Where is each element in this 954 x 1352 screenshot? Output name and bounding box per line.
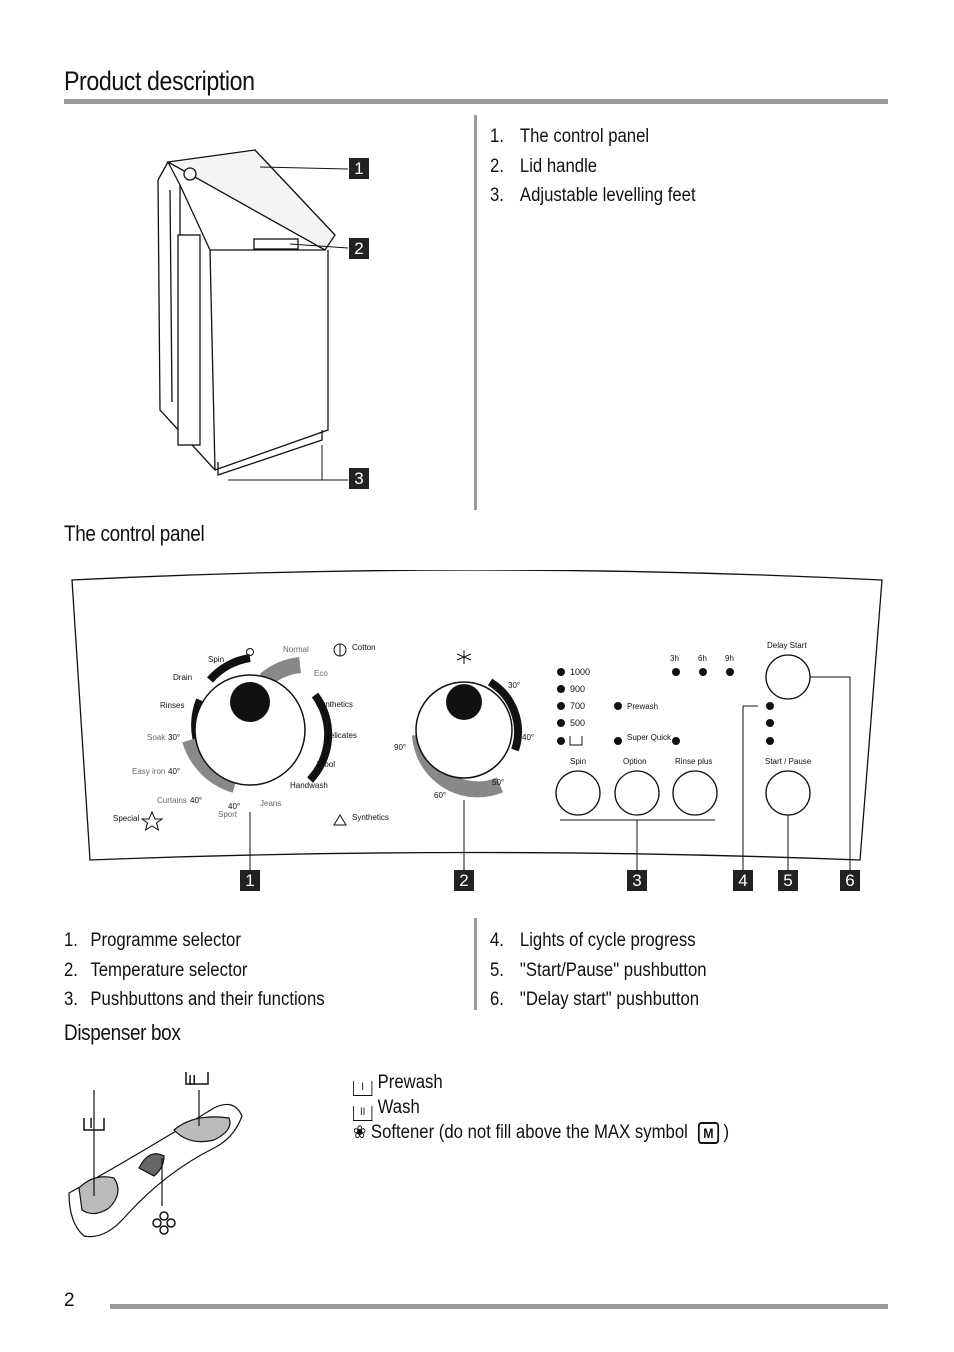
figure-wash-symbol: II bbox=[188, 1072, 196, 1089]
delay-hour-label: 9h bbox=[725, 654, 734, 663]
title-rule bbox=[64, 99, 888, 104]
max-symbol-icon: M bbox=[697, 1122, 719, 1144]
cotton-icon bbox=[333, 643, 347, 657]
dial-label: Cotton bbox=[352, 643, 376, 652]
product-parts-list: 1.The control panel 2.Lid handle 3.Adjus… bbox=[490, 122, 724, 211]
dial-label: 30° bbox=[168, 733, 180, 742]
programme-dial-labels: Spin Drain Rinses Soak 30° Easy iron 40°… bbox=[113, 643, 389, 823]
temperature-dial-labels: 30° 40° 50° 60° 90° bbox=[394, 681, 534, 800]
list-item: 1.Programme selector bbox=[64, 930, 241, 951]
softener-flower-icon: ❀ bbox=[353, 1122, 367, 1142]
dial-label: Curtains bbox=[157, 796, 187, 805]
list-item: 4.Lights of cycle progress bbox=[490, 930, 696, 951]
list-item: 1.The control panel bbox=[490, 126, 650, 147]
dial-label: 40° bbox=[522, 733, 534, 742]
button-label: Start / Pause bbox=[765, 757, 812, 766]
list-item: 2.Temperature selector bbox=[64, 959, 248, 981]
delay-start-button[interactable] bbox=[765, 654, 811, 700]
figure-prewash-symbol: I bbox=[89, 1115, 93, 1132]
column-divider-top bbox=[474, 115, 477, 510]
footer-rule bbox=[110, 1304, 888, 1309]
dial-label: Handwash bbox=[290, 781, 328, 790]
callout-3: 3 bbox=[627, 870, 647, 891]
dial-label: 90° bbox=[394, 743, 406, 752]
prewash-compartment-icon: I bbox=[353, 1081, 373, 1096]
dial-label: Normal bbox=[283, 645, 309, 654]
dispenser-heading: Dispenser box bbox=[64, 1020, 181, 1045]
page-title: Product description bbox=[64, 66, 255, 96]
speed-label: 500 bbox=[570, 718, 585, 728]
dial-label: Rinses bbox=[160, 701, 184, 710]
dial-label: Synthetics bbox=[316, 700, 353, 709]
cold-wash-icon bbox=[456, 650, 472, 664]
callout-2: 2 bbox=[349, 238, 369, 259]
callout-1: 1 bbox=[349, 158, 369, 179]
dial-label: 30° bbox=[508, 681, 520, 690]
speed-label: 900 bbox=[570, 684, 585, 694]
column-divider-bottom bbox=[474, 918, 477, 1010]
control-panel-illustration: Spin Drain Rinses Soak 30° Easy iron 40°… bbox=[71, 570, 883, 870]
callout-4: 4 bbox=[733, 870, 753, 891]
button-label: Spin bbox=[570, 757, 586, 766]
button-label: Rinse plus bbox=[675, 757, 712, 766]
dial-label: Special bbox=[113, 814, 139, 823]
delay-hour-label: 3h bbox=[670, 654, 679, 663]
delay-hour-label: 6h bbox=[698, 654, 707, 663]
spin-button[interactable] bbox=[555, 770, 601, 816]
control-panel-list-left: 1.Programme selector 2.Temperature selec… bbox=[64, 926, 360, 1015]
softener-flower-icon bbox=[152, 1211, 176, 1235]
callout-2: 2 bbox=[454, 870, 474, 891]
start-pause-button[interactable] bbox=[765, 770, 811, 816]
page-number: 2 bbox=[64, 1290, 75, 1311]
dial-label: Delicates bbox=[324, 731, 357, 740]
synthetics-icon bbox=[333, 814, 347, 826]
list-item: 3.Pushbuttons and their functions bbox=[64, 989, 325, 1010]
dial-label: Drain bbox=[173, 673, 192, 682]
dial-label: Jeans bbox=[260, 799, 281, 808]
dial-label: Spin bbox=[208, 655, 224, 664]
control-panel-heading: The control panel bbox=[64, 521, 205, 546]
dial-label: Sport bbox=[218, 810, 238, 819]
dispenser-illustration: II I bbox=[68, 1072, 243, 1238]
dial-label: Wool bbox=[317, 760, 335, 769]
callout-5: 5 bbox=[778, 870, 798, 891]
button-label: Delay Start bbox=[767, 641, 807, 650]
programme-dial[interactable] bbox=[182, 648, 333, 793]
spin-speed-lights: 1000 900 700 500 Prewash Super Quick 3h … bbox=[557, 654, 774, 746]
dial-label: Synthetics bbox=[352, 813, 389, 822]
dial-label: 50° bbox=[492, 778, 504, 787]
callout-3: 3 bbox=[349, 468, 369, 489]
dial-label: Easy iron bbox=[132, 767, 165, 776]
button-label: Option bbox=[623, 757, 647, 766]
list-item: 5."Start/Pause" pushbutton bbox=[490, 959, 707, 981]
dial-label: 40° bbox=[168, 767, 180, 776]
speed-label: 1000 bbox=[570, 667, 590, 677]
control-panel-list-right: 4.Lights of cycle progress 5."Start/Paus… bbox=[490, 926, 736, 1015]
dial-label: 60° bbox=[434, 791, 446, 800]
option-label: Prewash bbox=[627, 702, 658, 711]
washing-machine-illustration bbox=[157, 149, 349, 481]
dial-label: Eco bbox=[314, 669, 328, 678]
callout-6: 6 bbox=[840, 870, 860, 891]
wash-compartment-icon: II bbox=[353, 1106, 373, 1121]
dial-label: 40° bbox=[228, 802, 240, 811]
option-button[interactable] bbox=[614, 770, 660, 816]
speed-label: 700 bbox=[570, 701, 585, 711]
temperature-dial[interactable] bbox=[412, 650, 522, 798]
option-label: Super Quick bbox=[627, 733, 672, 742]
callout-1: 1 bbox=[240, 870, 260, 891]
list-item: 6."Delay start" pushbutton bbox=[490, 989, 700, 1010]
list-item: 3.Adjustable levelling feet bbox=[490, 185, 696, 206]
dial-label: Soak bbox=[147, 733, 166, 742]
dial-label: 40° bbox=[190, 796, 202, 805]
special-star-icon bbox=[140, 810, 164, 832]
list-item: 2.Lid handle bbox=[490, 155, 598, 177]
rinse-plus-button[interactable] bbox=[672, 770, 718, 816]
softener-line: ❀ Softener (do not fill above the MAX sy… bbox=[353, 1122, 730, 1144]
